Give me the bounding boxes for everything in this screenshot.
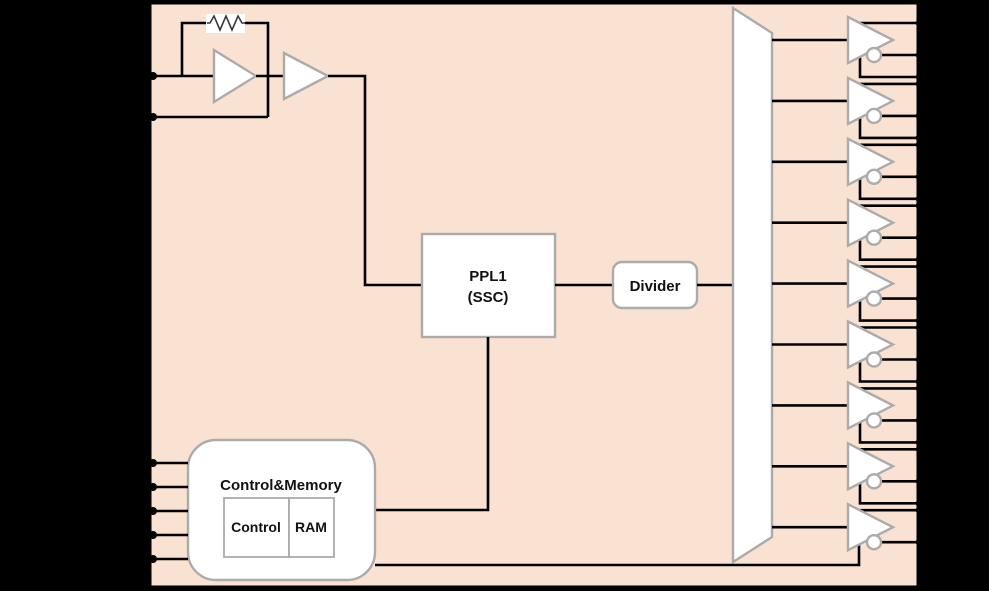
buffer-aux-output-wire bbox=[858, 422, 918, 444]
control-sub-box bbox=[223, 497, 290, 558]
control-pin-dot bbox=[149, 459, 157, 467]
pll-label-line1: PPL1 bbox=[469, 268, 507, 285]
ram-sub-label: RAM bbox=[295, 519, 327, 535]
control-pin-dot bbox=[149, 531, 157, 539]
osc-buffer-icon bbox=[282, 51, 331, 101]
xin-pin bbox=[149, 72, 157, 80]
control-input-pin bbox=[149, 459, 188, 467]
inversion-bubble-icon bbox=[865, 107, 883, 125]
osc-to-pll-wire bbox=[328, 74, 422, 287]
inversion-bubble-icon bbox=[865, 290, 883, 307]
output-buffer-9 bbox=[772, 502, 928, 553]
output-buffer-7 bbox=[772, 380, 928, 445]
inversion-bubble-icon bbox=[865, 473, 883, 490]
buffer-aux-output-wire bbox=[858, 239, 918, 262]
control-input-pin bbox=[149, 531, 188, 539]
buffer-aux-output-wire bbox=[858, 483, 918, 505]
pll-to-control-wire bbox=[375, 337, 490, 512]
control-pin-dot bbox=[149, 507, 157, 515]
buffer-aux-output-wire bbox=[858, 300, 918, 322]
resistor-zigzag-icon bbox=[207, 13, 245, 33]
crystal-oscillator bbox=[149, 13, 422, 287]
output-buffer-5 bbox=[772, 258, 928, 324]
inversion-bubble-icon bbox=[865, 412, 883, 429]
divider-label: Divider bbox=[630, 278, 681, 295]
divider-block: Divider bbox=[611, 260, 699, 310]
output-buffer-4 bbox=[772, 197, 928, 263]
buffer-aux-output-wire bbox=[858, 57, 918, 79]
inversion-bubble-icon bbox=[865, 534, 883, 551]
control-memory-label: Control&Memory bbox=[220, 477, 342, 494]
buffer-aux-output-wire bbox=[858, 361, 918, 383]
inversion-bubble-icon bbox=[865, 46, 883, 64]
control-to-output-bus-wire bbox=[375, 544, 861, 567]
buffer-aux-output-wire bbox=[858, 178, 918, 201]
control-sub-label: Control bbox=[231, 519, 281, 535]
output-buffers bbox=[772, 15, 928, 553]
control-input-pins bbox=[149, 459, 188, 563]
control-input-pin bbox=[149, 507, 188, 515]
pll-label-line2: (SSC) bbox=[468, 289, 509, 306]
ram-sub-box bbox=[288, 497, 335, 558]
xout-pin bbox=[149, 113, 157, 121]
osc-amplifier-icon bbox=[212, 47, 259, 105]
pll-block: PPL1 (SSC) bbox=[420, 232, 557, 339]
control-input-pin bbox=[149, 555, 188, 563]
pll-box bbox=[420, 232, 557, 339]
output-buffer-3 bbox=[772, 136, 928, 202]
inversion-bubble-icon bbox=[865, 351, 883, 368]
output-buffer-1 bbox=[772, 15, 928, 80]
control-pin-dot bbox=[149, 555, 157, 563]
inversion-bubble-icon bbox=[865, 229, 883, 246]
output-buffer-2 bbox=[772, 75, 928, 141]
buffer-aux-output-wire bbox=[858, 117, 918, 140]
output-buffer-8 bbox=[772, 441, 928, 506]
inversion-bubble-icon bbox=[865, 168, 883, 186]
fanout-mux-icon bbox=[731, 5, 774, 565]
control-input-pin bbox=[149, 483, 188, 491]
output-buffer-6 bbox=[772, 319, 928, 384]
control-memory-block: Control&Memory Control RAM bbox=[186, 438, 377, 582]
control-pin-dot bbox=[149, 483, 157, 491]
